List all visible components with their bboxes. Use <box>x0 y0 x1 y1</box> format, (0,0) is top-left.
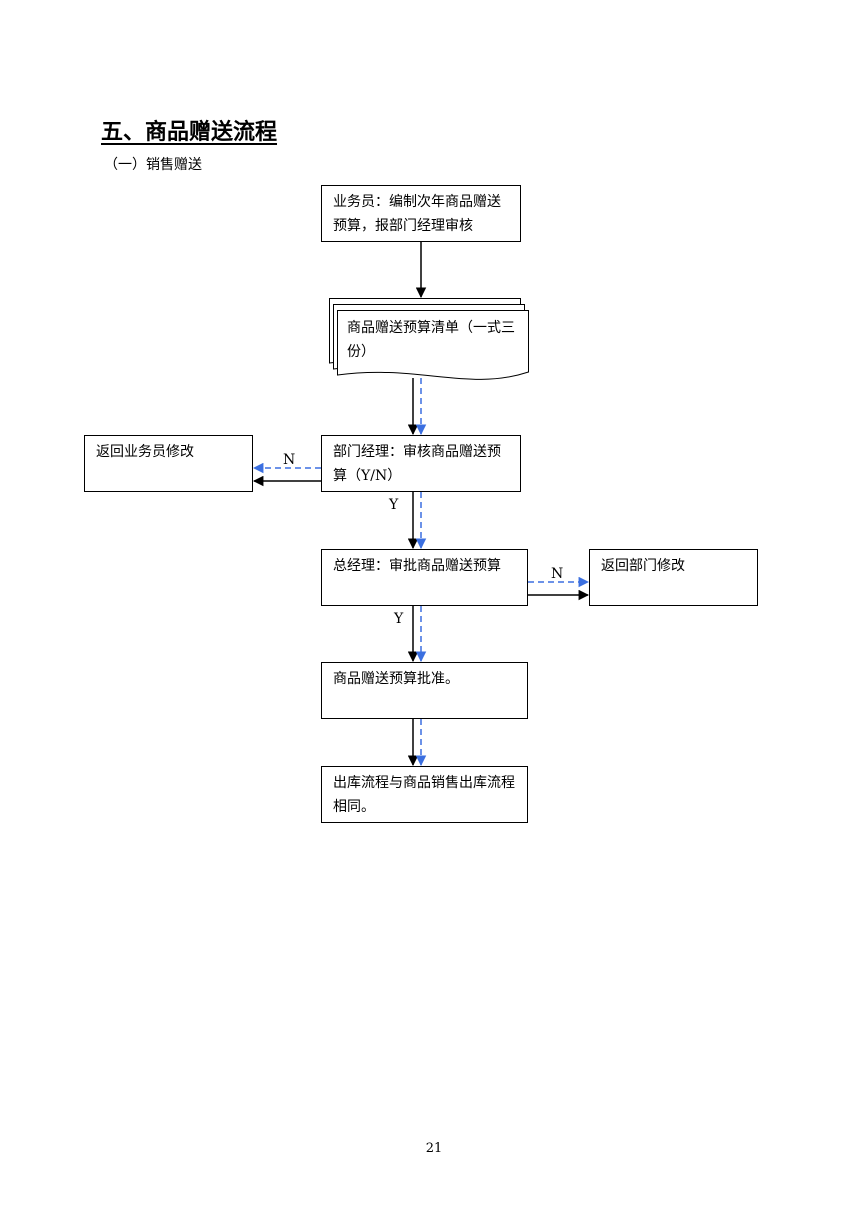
box-dept-manager-frame <box>321 435 521 492</box>
box-salesperson-frame <box>321 185 521 242</box>
step-salesperson: 业务员：编制次年商品赠送预算，报部门经理审核 <box>333 194 501 234</box>
box-approved-frame <box>321 662 528 719</box>
label-yes-gm: Y <box>394 611 404 627</box>
box-outbound-frame <box>321 766 528 823</box>
step-approved: 商品赠送预算批准。 <box>333 671 459 687</box>
step-return-dept: 返回部门修改 <box>601 558 685 574</box>
label-yes-dept: Y <box>389 497 399 513</box>
label-no-gm: N <box>551 566 564 582</box>
step-dept-manager: 部门经理：审核商品赠送预算（Y/N） <box>333 444 501 484</box>
subsection-title: （一）销售赠送 <box>104 157 202 173</box>
box-general-manager-frame <box>321 549 528 606</box>
box-return-salesperson-frame <box>84 435 253 492</box>
step-return-salesperson: 返回业务员修改 <box>96 444 194 460</box>
step-outbound: 出库流程与商品销售出库流程相同。 <box>333 775 515 815</box>
page-number: 21 <box>425 1141 443 1156</box>
document-stack-shape <box>329 298 529 380</box>
section-title: 五、商品赠送流程 <box>101 120 278 145</box>
document-budget-list: 商品赠送预算清单（一式三份） <box>347 320 515 360</box>
box-return-dept-frame <box>589 549 758 606</box>
step-general-manager: 总经理：审批商品赠送预算 <box>333 558 501 574</box>
label-no-dept: N <box>283 452 296 468</box>
